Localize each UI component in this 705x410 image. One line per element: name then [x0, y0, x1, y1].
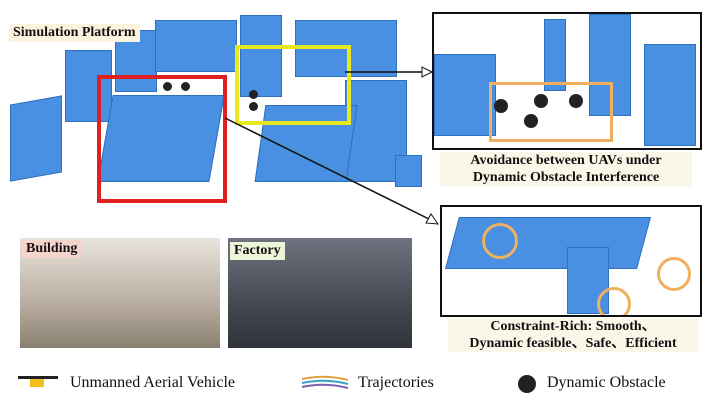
legend-trajectories: Trajectories — [358, 374, 434, 391]
caption-line: Dynamic feasible、Safe、Efficient — [469, 336, 677, 351]
constraint-panel — [440, 205, 702, 317]
uav-icon — [18, 376, 58, 389]
avoidance-panel — [432, 12, 702, 150]
caption-line: Dynamic Obstacle Interference — [472, 170, 660, 185]
legend-uav: Unmanned Aerial Vehicle — [70, 374, 235, 391]
dynamic-obstacle-icon — [518, 375, 536, 393]
caption-line: Avoidance between UAVs under — [470, 153, 662, 168]
yellow-highlight-box — [235, 45, 351, 125]
legend-obstacle: Dynamic Obstacle — [547, 374, 666, 391]
trajectories-icon — [301, 375, 349, 389]
simulation-platform-label: Simulation Platform — [9, 24, 140, 42]
simulation-platform-scene — [5, 10, 425, 205]
red-highlight-box — [97, 75, 227, 203]
orange-highlight-box — [489, 82, 613, 142]
constraint-caption: Constraint-Rich: Smooth、 Dynamic feasibl… — [448, 318, 698, 352]
building-label: Building — [22, 240, 82, 258]
avoidance-caption: Avoidance between UAVs under Dynamic Obs… — [440, 152, 692, 186]
caption-line: Constraint-Rich: Smooth、 — [490, 319, 656, 334]
factory-label: Factory — [230, 242, 285, 260]
